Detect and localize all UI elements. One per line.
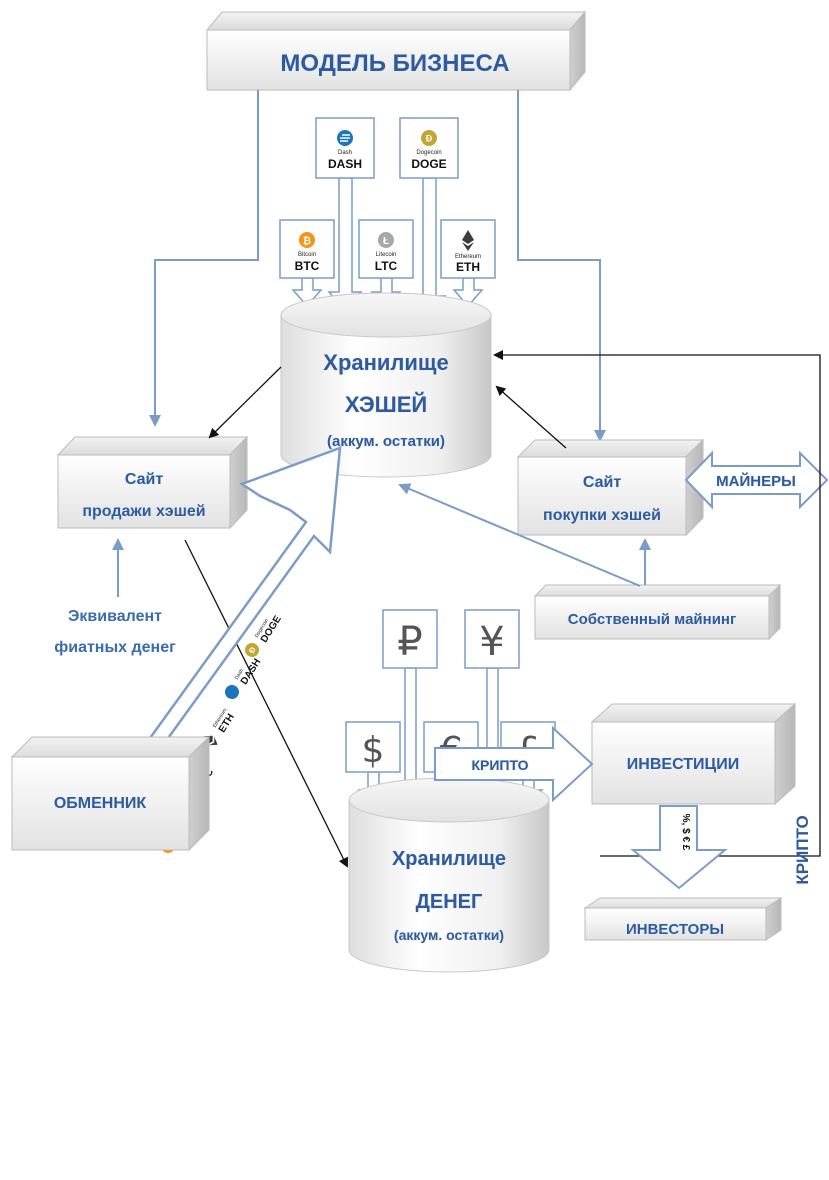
coin-ltc: Ł Litecoin LTC [358,219,414,279]
svg-text:%, $ € £: %, $ € £ [680,814,691,851]
currency-rub: ₽ [382,609,438,669]
svg-text:ДЕНЕГ: ДЕНЕГ [416,891,483,913]
currency-yen: ¥ [464,609,520,669]
svg-text:ETH: ETH [456,260,480,274]
hash-to-sell-arrow [208,366,282,439]
svg-text:Dash: Dash [338,150,352,156]
bitcoin-icon [299,232,315,248]
investors-box: ИНВЕСТОРЫ [583,897,783,941]
svg-text:Ethereum: Ethereum [455,254,481,260]
sell-site-box: Сайт продажи хэшей [56,435,249,530]
svg-text:DASH: DASH [328,157,362,171]
coin-btc: ₿ Bitcoin BTC [279,219,335,279]
buy-to-hash-arrow [495,385,567,449]
litecoin-icon [378,232,394,248]
crypto-in-arrow: КРИПТО [434,725,594,803]
svg-text:Ð: Ð [247,645,258,655]
svg-text:ХЭШЕЙ: ХЭШЕЙ [345,392,427,417]
doge-icon [421,130,437,146]
btc-down-arrow [291,277,323,308]
svg-text:ИНВЕСТОРЫ: ИНВЕСТОРЫ [626,921,724,938]
yen-icon: ¥ [479,619,504,665]
svg-text:Сайт: Сайт [583,474,621,491]
coin-doge: Ð Dogecoin DOGE [399,117,459,179]
diagram-title: МОДЕЛЬ БИЗНЕСА [280,50,509,77]
investments-box: ИНВЕСТИЦИИ [590,702,797,806]
eth-down-arrow [452,277,484,308]
svg-text:Bitcoin: Bitcoin [298,252,316,258]
svg-text:ОБМЕННИК: ОБМЕННИК [54,795,147,812]
dollar-icon: $ [362,730,385,771]
svg-text:Хранилище: Хранилище [323,350,448,375]
hash-storage-cylinder: Хранилище ХЭШЕЙ (аккум. остатки) [280,292,492,478]
exchanger-box: ОБМЕННИК [10,735,211,852]
svg-text:Dash: Dash [234,668,245,681]
fiat-equivalent: Эквивалент фиатных денег [54,538,176,656]
svg-text:Эквивалент: Эквивалент [68,608,162,625]
title-box: МОДЕЛЬ БИЗНЕСА [205,10,587,92]
svg-text:BTC: BTC [295,259,320,273]
svg-text:Litecoin: Litecoin [376,252,397,258]
svg-text:Сайт: Сайт [125,471,163,488]
svg-text:КРИПТО: КРИПТО [471,757,528,773]
payout-down-arrow: %, $ € £ [630,805,728,890]
svg-text:(аккум. остатки): (аккум. остатки) [327,433,445,450]
svg-text:покупки хэшей: покупки хэшей [543,507,661,524]
svg-text:ИНВЕСТИЦИИ: ИНВЕСТИЦИИ [627,756,739,773]
svg-text:LTC: LTC [375,259,398,273]
coin-dash: Dash DASH [315,117,375,179]
coin-eth: Ethereum ETH [440,219,496,279]
svg-text:₿: ₿ [303,235,311,247]
svg-text:Собственный майнинг: Собственный майнинг [568,611,737,628]
buy-site-box: Сайт покупки хэшей [516,438,705,537]
money-storage-cylinder: Хранилище ДЕНЕГ (аккум. остатки) [348,777,550,973]
ethereum-icon [462,230,474,251]
svg-text:Хранилище: Хранилище [392,848,506,870]
svg-text:(аккум. остатки): (аккум. остатки) [394,927,504,943]
svg-text:МАЙНЕРЫ: МАЙНЕРЫ [716,472,796,490]
title-connectors [149,90,606,442]
ruble-icon: ₽ [397,619,422,665]
sell-to-money-arrow [184,539,348,868]
currency-usd: $ [345,721,401,773]
arrow-coin-dash: Dash DASH [225,657,263,699]
svg-text:Ł: Ł [383,236,389,247]
svg-text:Dogecoin: Dogecoin [416,150,441,156]
miners-double-arrow: МАЙНЕРЫ [684,450,829,510]
svg-text:Ð: Ð [426,134,433,144]
crypto-vertical-label: КРИПТО [793,815,812,884]
own-mining-box: Собственный майнинг [533,583,782,641]
own-mining-connectors [398,483,651,587]
svg-text:продажи хэшей: продажи хэшей [82,503,205,520]
svg-text:фиатных денег: фиатных денег [54,639,176,656]
svg-text:DOGE: DOGE [411,157,446,171]
